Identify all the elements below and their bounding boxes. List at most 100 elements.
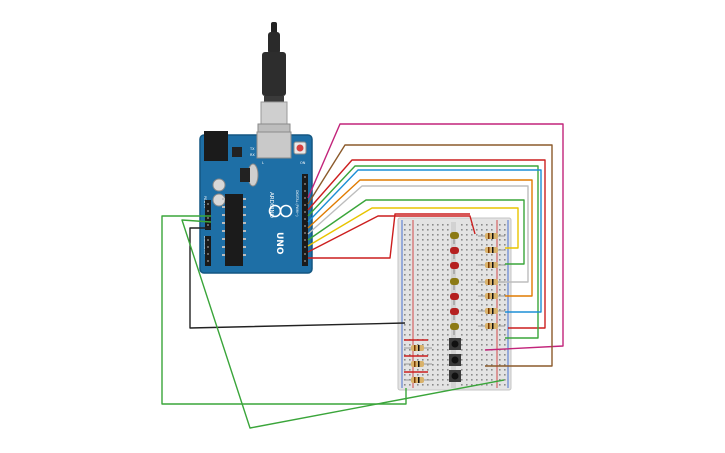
breadboard-hole[interactable] <box>486 329 488 331</box>
breadboard-hole[interactable] <box>427 299 429 301</box>
breadboard-hole[interactable] <box>404 229 406 231</box>
breadboard-hole[interactable] <box>409 234 411 236</box>
breadboard-hole[interactable] <box>427 309 429 311</box>
breadboard-hole[interactable] <box>404 289 406 291</box>
breadboard-hole[interactable] <box>409 324 411 326</box>
breadboard-hole[interactable] <box>471 384 473 386</box>
breadboard-hole[interactable] <box>409 294 411 296</box>
breadboard-hole[interactable] <box>427 329 429 331</box>
breadboard-hole[interactable] <box>461 354 463 356</box>
breadboard-hole[interactable] <box>437 334 439 336</box>
breadboard-hole[interactable] <box>437 344 439 346</box>
wire-gray[interactable] <box>307 185 529 283</box>
breadboard-hole[interactable] <box>466 379 468 381</box>
breadboard-hole[interactable] <box>432 359 434 361</box>
breadboard-hole[interactable] <box>499 379 501 381</box>
breadboard-hole[interactable] <box>427 289 429 291</box>
breadboard-hole[interactable] <box>432 364 434 366</box>
breadboard-hole[interactable] <box>417 239 419 241</box>
breadboard-hole[interactable] <box>404 319 406 321</box>
breadboard-hole[interactable] <box>422 324 424 326</box>
breadboard-hole[interactable] <box>442 239 444 241</box>
breadboard-hole[interactable] <box>417 354 419 356</box>
breadboard-hole[interactable] <box>491 259 493 261</box>
breadboard-hole[interactable] <box>442 339 444 341</box>
breadboard-hole[interactable] <box>504 269 506 271</box>
breadboard-hole[interactable] <box>499 254 501 256</box>
breadboard-hole[interactable] <box>471 319 473 321</box>
breadboard-hole[interactable] <box>427 274 429 276</box>
breadboard-hole[interactable] <box>447 369 449 371</box>
breadboard-hole[interactable] <box>481 359 483 361</box>
breadboard-hole[interactable] <box>486 374 488 376</box>
breadboard-hole[interactable] <box>432 339 434 341</box>
breadboard-hole[interactable] <box>471 354 473 356</box>
breadboard-hole[interactable] <box>427 374 429 376</box>
breadboard-hole[interactable] <box>504 279 506 281</box>
breadboard-hole[interactable] <box>427 239 429 241</box>
breadboard-hole[interactable] <box>437 229 439 231</box>
breadboard-hole[interactable] <box>404 294 406 296</box>
breadboard-hole[interactable] <box>404 279 406 281</box>
breadboard-hole[interactable] <box>409 364 411 366</box>
breadboard-hole[interactable] <box>442 359 444 361</box>
breadboard-hole[interactable] <box>471 314 473 316</box>
breadboard-hole[interactable] <box>466 264 468 266</box>
breadboard-hole[interactable] <box>481 314 483 316</box>
breadboard-hole[interactable] <box>404 249 406 251</box>
breadboard-hole[interactable] <box>486 289 488 291</box>
breadboard-hole[interactable] <box>466 374 468 376</box>
breadboard-hole[interactable] <box>476 259 478 261</box>
breadboard-hole[interactable] <box>486 254 488 256</box>
breadboard-hole[interactable] <box>476 254 478 256</box>
breadboard-hole[interactable] <box>417 279 419 281</box>
breadboard-hole[interactable] <box>499 354 501 356</box>
breadboard-hole[interactable] <box>447 229 449 231</box>
breadboard-hole[interactable] <box>417 329 419 331</box>
breadboard-hole[interactable] <box>404 374 406 376</box>
led-5[interactable] <box>450 293 459 305</box>
breadboard-hole[interactable] <box>486 334 488 336</box>
breadboard-hole[interactable] <box>447 334 449 336</box>
breadboard-hole[interactable] <box>476 379 478 381</box>
breadboard-hole[interactable] <box>476 349 478 351</box>
breadboard-hole[interactable] <box>417 284 419 286</box>
breadboard-hole[interactable] <box>422 239 424 241</box>
breadboard-hole[interactable] <box>466 249 468 251</box>
breadboard-hole[interactable] <box>442 309 444 311</box>
breadboard-hole[interactable] <box>447 264 449 266</box>
breadboard-hole[interactable] <box>409 239 411 241</box>
breadboard-hole[interactable] <box>427 284 429 286</box>
breadboard-hole[interactable] <box>461 279 463 281</box>
breadboard-hole[interactable] <box>491 329 493 331</box>
breadboard-hole[interactable] <box>447 359 449 361</box>
breadboard-hole[interactable] <box>437 369 439 371</box>
breadboard-hole[interactable] <box>499 294 501 296</box>
breadboard-hole[interactable] <box>447 249 449 251</box>
breadboard-hole[interactable] <box>447 284 449 286</box>
breadboard-hole[interactable] <box>409 229 411 231</box>
breadboard-hole[interactable] <box>447 279 449 281</box>
breadboard-hole[interactable] <box>442 279 444 281</box>
breadboard-hole[interactable] <box>481 344 483 346</box>
breadboard-hole[interactable] <box>447 224 449 226</box>
breadboard-hole[interactable] <box>447 339 449 341</box>
breadboard-hole[interactable] <box>476 294 478 296</box>
breadboard-hole[interactable] <box>442 299 444 301</box>
wire-red-gnd[interactable] <box>308 213 470 259</box>
breadboard-hole[interactable] <box>417 289 419 291</box>
breadboard-hole[interactable] <box>442 344 444 346</box>
breadboard-hole[interactable] <box>404 254 406 256</box>
breadboard-hole[interactable] <box>442 369 444 371</box>
breadboard-hole[interactable] <box>404 259 406 261</box>
breadboard-hole[interactable] <box>504 324 506 326</box>
breadboard-hole[interactable] <box>447 344 449 346</box>
breadboard-hole[interactable] <box>471 339 473 341</box>
breadboard-hole[interactable] <box>461 254 463 256</box>
breadboard-hole[interactable] <box>491 239 493 241</box>
breadboard-hole[interactable] <box>427 349 429 351</box>
breadboard-hole[interactable] <box>476 319 478 321</box>
breadboard-hole[interactable] <box>447 304 449 306</box>
breadboard-hole[interactable] <box>417 319 419 321</box>
breadboard-hole[interactable] <box>486 369 488 371</box>
